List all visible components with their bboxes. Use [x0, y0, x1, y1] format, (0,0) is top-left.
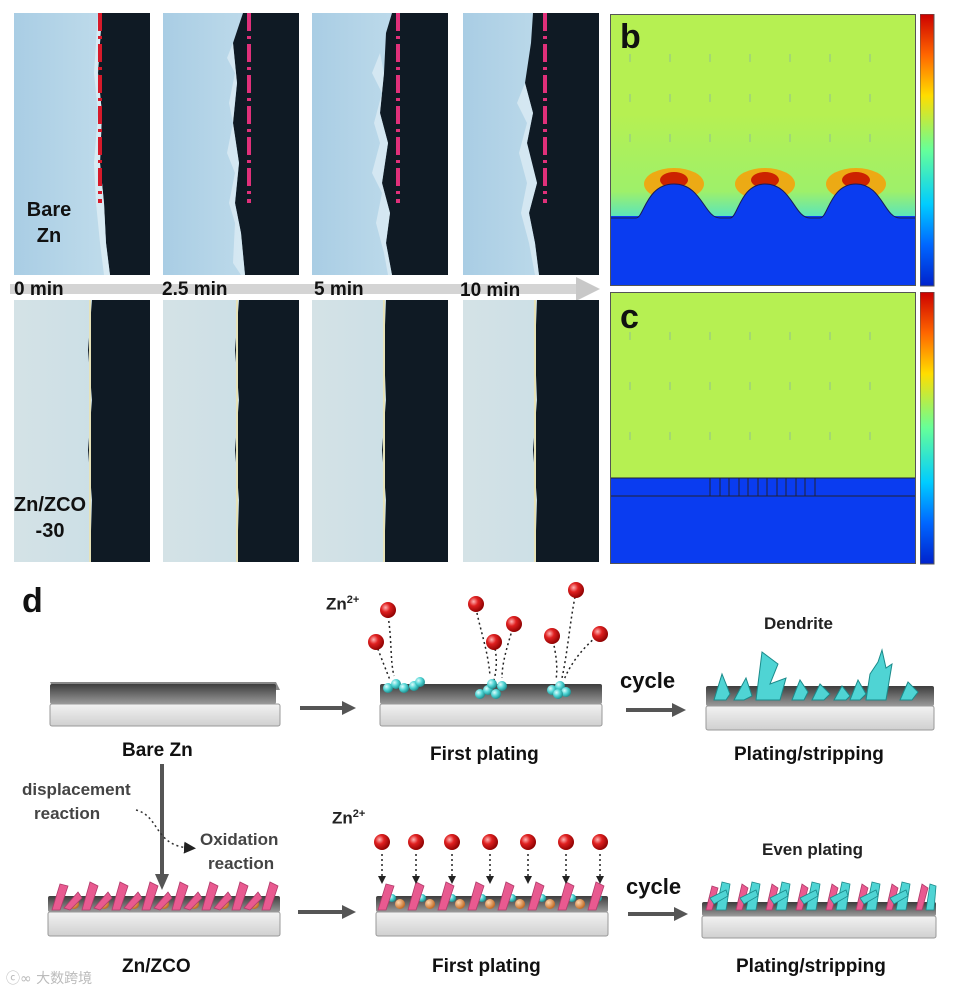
time-label-3: 10 min	[460, 280, 521, 301]
label-zn-zco: Zn/ZCO	[122, 956, 191, 977]
micrograph-zco-5min	[312, 300, 448, 562]
zn-ion-symbol-top: Zn	[326, 594, 347, 614]
even-plating-scene	[701, 881, 937, 939]
panel-letter-d: d	[22, 582, 43, 620]
label-cycle-bottom: cycle	[626, 874, 682, 899]
colorbar-c	[920, 292, 935, 565]
label-first-plating-top: First plating	[430, 744, 539, 765]
panel-letter-c: c	[620, 298, 639, 336]
colorbar-b	[920, 14, 935, 287]
micrograph-bare-zn-0min	[14, 13, 150, 275]
micrograph-zco-10min	[463, 300, 599, 562]
label-displacement-line1: displacement	[22, 780, 131, 799]
first-plating-bottom-scene	[374, 834, 609, 937]
dendrite-scene	[705, 648, 935, 731]
time-label-2: 5 min	[314, 279, 364, 300]
zn-ion-symbol-bottom: Zn	[332, 808, 353, 828]
label-cycle-top: cycle	[620, 668, 676, 693]
label-plating-stripping-top: Plating/stripping	[734, 744, 884, 765]
time-arrow	[10, 277, 600, 301]
label-oxidation-line2: reaction	[208, 854, 275, 873]
arrow-zco-to-plating	[298, 905, 356, 919]
simulation-bare-zn	[609, 14, 917, 287]
zn-ion-charge-top: 2+	[346, 594, 360, 606]
arrow-cycle-top	[626, 703, 686, 717]
row-label-zn-zco-line1: Zn/ZCO	[13, 494, 87, 516]
arrow-bare-to-plating	[300, 701, 356, 715]
label-displacement-line2: reaction	[34, 804, 101, 823]
zn-ion-label-top: Zn2+	[326, 594, 359, 615]
micrograph-bare-zn-2p5min	[163, 13, 299, 275]
row-label-zn: Zn	[36, 225, 62, 247]
label-first-plating-bottom: First plating	[432, 956, 541, 977]
watermark-text: 大数跨境	[36, 971, 93, 987]
arrow-down	[155, 764, 169, 890]
label-bare-zn: Bare Zn	[122, 740, 193, 761]
micrograph-zco-0min	[14, 300, 150, 562]
time-label-1: 2.5 min	[162, 279, 228, 300]
micrograph-bare-zn-10min	[463, 13, 599, 275]
row-label-bare-zn: Bare Zn	[14, 197, 84, 249]
label-dendrite: Dendrite	[764, 614, 833, 633]
label-even-plating: Even plating	[762, 840, 864, 859]
time-label-0: 0 min	[14, 279, 64, 300]
watermark-logo-icon: ⓒ∞	[6, 971, 32, 987]
micrograph-bare-zn-5min	[312, 13, 448, 275]
zn-ion-charge-bottom: 2+	[352, 808, 366, 820]
bare-zn-slab	[49, 682, 281, 727]
watermark: ⓒ∞ 大数跨境	[6, 968, 92, 988]
panel-letter-b: b	[620, 18, 641, 56]
label-plating-stripping-bottom: Plating/stripping	[736, 956, 886, 977]
row-label-zn-zco-line2: -30	[35, 520, 65, 542]
arrow-cycle-bottom	[628, 907, 688, 921]
row-label-bare: Bare	[26, 199, 72, 221]
micrograph-zco-2p5min	[163, 300, 299, 562]
label-oxidation-line1: Oxidation	[200, 830, 279, 849]
zn-zco-slab	[47, 881, 281, 937]
row-label-zn-zco: Zn/ZCO -30	[10, 492, 90, 544]
dotted-arrow-oxidation	[135, 809, 196, 854]
simulation-zn-zco	[610, 292, 916, 564]
first-plating-top-scene	[368, 582, 608, 727]
zn-ion-label-bottom: Zn2+	[332, 808, 365, 829]
